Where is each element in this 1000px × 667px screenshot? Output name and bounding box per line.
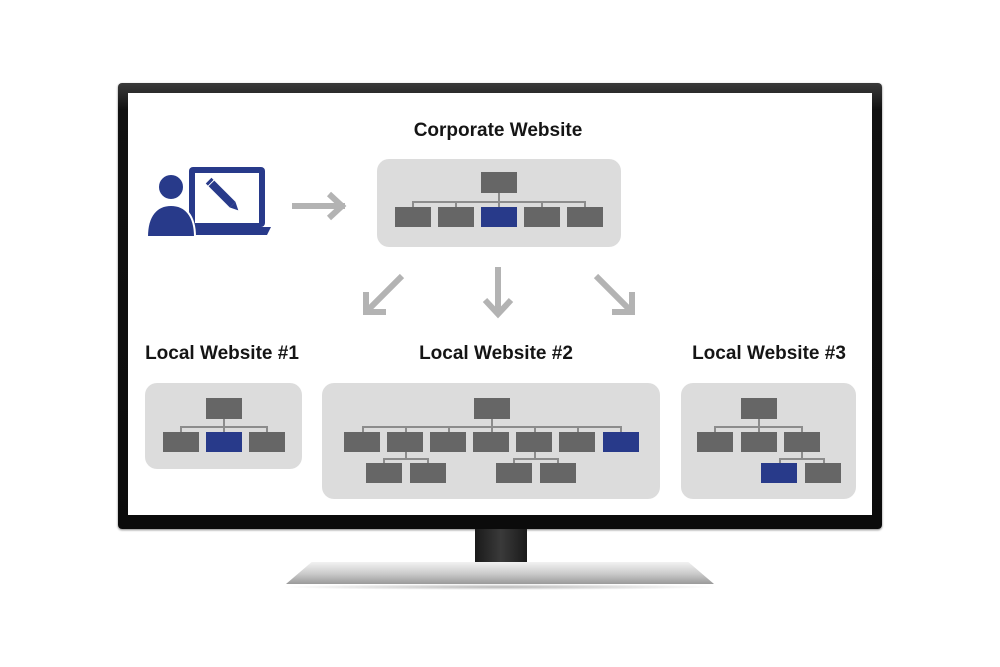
local-website-2-title: Local Website #2 (419, 343, 573, 364)
tree-connector (758, 426, 760, 432)
tree-connector (801, 452, 803, 459)
sitemap-node (697, 432, 733, 452)
sitemap-root-node (741, 398, 777, 419)
tree-connector (405, 426, 407, 432)
arrow-down-icon (482, 267, 514, 319)
sitemap-node (540, 463, 576, 483)
sitemap-node (366, 463, 402, 483)
corporate-sitemap-panel (377, 159, 621, 247)
tree-connector (534, 426, 536, 432)
tree-connector (427, 458, 429, 463)
sitemap-node (805, 463, 841, 483)
tree-connector (491, 418, 493, 427)
tree-connector (491, 426, 493, 432)
sitemap-node (344, 432, 380, 452)
tree-connector (801, 426, 803, 432)
sitemap-node (784, 432, 820, 452)
sitemap-node (430, 432, 466, 452)
sitemap-node (567, 207, 603, 227)
tree-connector (498, 201, 500, 207)
sitemap-node-highlighted (761, 463, 797, 483)
sitemap-root-node (206, 398, 242, 419)
monitor-stand-base (286, 562, 714, 584)
tree-connector (577, 426, 579, 432)
sitemap-node (524, 207, 560, 227)
sitemap-node (438, 207, 474, 227)
tree-connector (758, 418, 760, 427)
sitemap-root-node (474, 398, 510, 419)
corporate-website-title: Corporate Website (413, 120, 583, 141)
local-website-1-title: Local Website #1 (145, 343, 299, 364)
tree-connector (180, 426, 182, 432)
sitemap-node (387, 432, 423, 452)
tree-connector (383, 458, 385, 463)
tree-connector (541, 201, 543, 207)
arrow-right-icon (292, 191, 347, 221)
tree-connector (557, 458, 559, 463)
tree-connector (714, 426, 716, 432)
local-website-1-sitemap-panel (145, 383, 302, 469)
sitemap-node (559, 432, 595, 452)
tree-connector (412, 201, 414, 207)
sitemap-node-highlighted (603, 432, 639, 452)
tree-connector (223, 418, 225, 427)
sitemap-node (410, 463, 446, 483)
tree-connector (779, 458, 781, 463)
local-website-3-title: Local Website #3 (692, 343, 846, 364)
sitemap-node (496, 463, 532, 483)
local-website-2-sitemap-panel (322, 383, 660, 499)
tree-connector (266, 426, 268, 432)
sitemap-node (163, 432, 199, 452)
tree-connector (383, 458, 429, 460)
sitemap-node-highlighted (481, 207, 517, 227)
tree-connector (223, 426, 225, 432)
tree-connector (823, 458, 825, 463)
tree-connector (448, 426, 450, 432)
tree-connector (779, 458, 825, 460)
tree-connector (620, 426, 622, 432)
monitor-stand-neck (475, 529, 527, 565)
tree-connector (405, 452, 407, 459)
sitemap-node (741, 432, 777, 452)
monitor-base-shadow (280, 584, 720, 590)
arrow-down-left-icon (363, 273, 405, 315)
tree-connector (498, 192, 500, 202)
sitemap-node (249, 432, 285, 452)
tree-connector (534, 452, 536, 459)
tree-connector (584, 201, 586, 207)
user-laptop-pencil-icon (145, 167, 271, 238)
arrow-down-right-icon (593, 273, 635, 315)
sitemap-node (473, 432, 509, 452)
sitemap-node-highlighted (206, 432, 242, 452)
sitemap-root-node (481, 172, 517, 193)
tree-connector (455, 201, 457, 207)
sitemap-node (516, 432, 552, 452)
tree-connector (513, 458, 515, 463)
tree-connector (513, 458, 559, 460)
sitemap-node (395, 207, 431, 227)
local-website-3-sitemap-panel (681, 383, 856, 499)
tree-connector (362, 426, 364, 432)
